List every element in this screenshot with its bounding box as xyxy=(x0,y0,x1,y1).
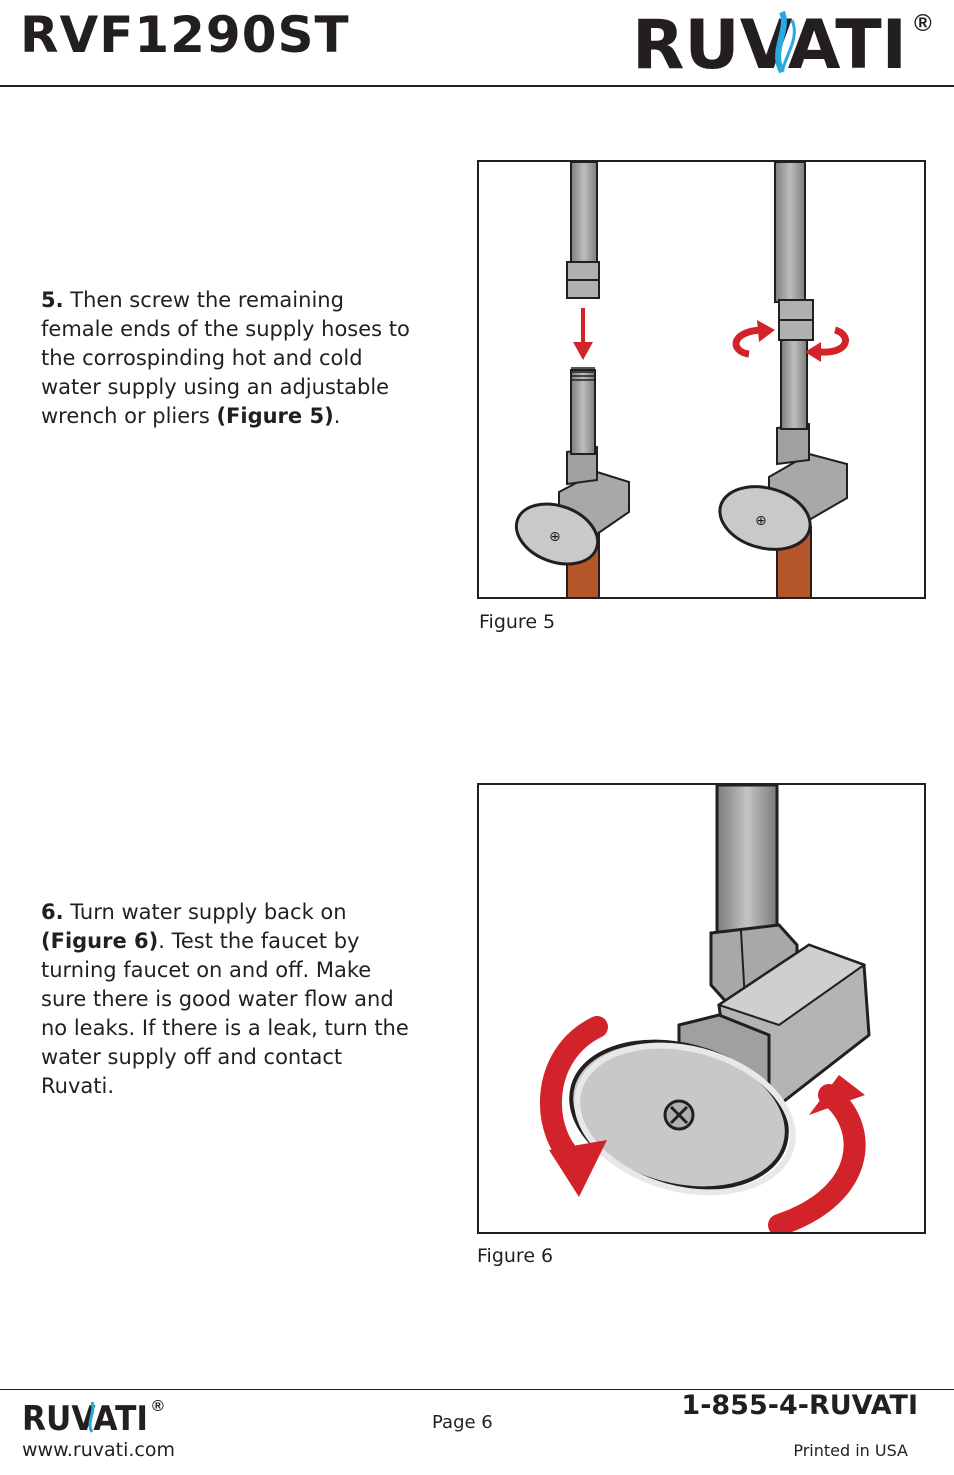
figure-5: ⊕ ⊕ xyxy=(477,160,926,599)
phone-number: 1-855-4-RUVATI xyxy=(681,1390,918,1421)
svg-text:RUVATI: RUVATI xyxy=(22,1399,148,1434)
step-5-text: 5. Then screw the remaining female ends … xyxy=(41,286,416,431)
valve-handle-left xyxy=(514,502,600,566)
website-link[interactable]: www.ruvati.com xyxy=(22,1439,176,1461)
header-rule xyxy=(0,85,954,87)
model-title: RVF1290ST xyxy=(20,6,350,64)
svg-text:⊕: ⊕ xyxy=(755,512,767,528)
svg-text:⊕: ⊕ xyxy=(549,528,561,544)
rotate-arrow-right-head xyxy=(805,342,821,362)
step-number: 6. xyxy=(41,900,64,924)
figure-reference: (Figure 5) xyxy=(216,404,334,428)
step-body-end: . Test the faucet by turning faucet on a… xyxy=(41,929,409,1098)
step-body-end: . xyxy=(333,404,341,428)
rotate-arrow-left-head xyxy=(757,320,775,342)
figure-5-caption: Figure 5 xyxy=(479,611,556,633)
figure-reference: (Figure 6) xyxy=(41,929,159,953)
figure-6 xyxy=(477,783,926,1234)
page-number: Page 6 xyxy=(432,1412,493,1433)
rotate-arrow-left xyxy=(732,326,762,358)
footer-rule xyxy=(0,1389,954,1390)
step-6-text: 6. Turn water supply back on (Figure 6).… xyxy=(41,898,416,1101)
registered-mark: ® xyxy=(914,10,932,37)
figure-6-caption: Figure 6 xyxy=(477,1245,554,1267)
supply-hose-left xyxy=(570,162,598,263)
threads-left xyxy=(571,367,595,381)
valve-stub-left xyxy=(570,369,596,455)
step-body: Turn water supply back on xyxy=(63,900,347,924)
footer-logo: RUVATI xyxy=(22,1398,152,1434)
ruvati-logo: RUVATI xyxy=(632,4,938,76)
valve-body-top xyxy=(716,943,867,1027)
arrow-down-head xyxy=(573,342,593,360)
printed-in: Printed in USA xyxy=(793,1441,908,1460)
footer-registered-mark: ® xyxy=(152,1398,164,1415)
rotate-arrow-right xyxy=(768,1084,866,1232)
svg-text:RUVATI: RUVATI xyxy=(632,6,907,76)
rotate-arrow-right xyxy=(818,326,849,356)
rotate-arrow-right-head xyxy=(809,1075,865,1115)
step-number: 5. xyxy=(41,288,64,312)
supply-hose-right xyxy=(774,162,806,303)
step-body: Then screw the remaining female ends of … xyxy=(41,288,410,428)
rotate-arrow-left-head xyxy=(549,1140,607,1197)
valve-stub-right xyxy=(780,336,808,430)
supply-hose xyxy=(715,785,779,937)
valve-handle-right xyxy=(718,485,812,551)
